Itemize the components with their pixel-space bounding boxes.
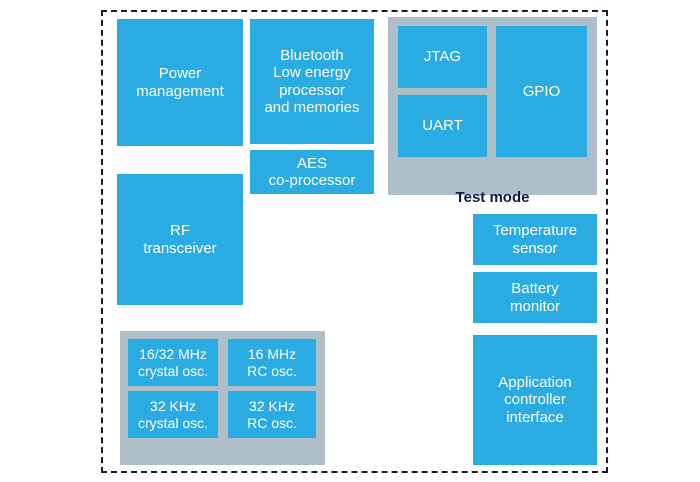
- block-osc-32-khz-rc[interactable]: 32 KHz RC osc.: [228, 391, 316, 438]
- group-test-mode-label: Test mode: [455, 189, 530, 206]
- block-power-management[interactable]: Power management: [117, 19, 243, 146]
- block-rf-transceiver[interactable]: RF transceiver: [117, 174, 243, 305]
- block-gpio[interactable]: GPIO: [496, 26, 587, 157]
- block-osc-16-32-mhz-crystal-label: 16/32 MHz crystal osc.: [137, 346, 208, 379]
- block-aes-co-processor-label: AES co-processor: [268, 154, 356, 189]
- block-osc-16-mhz-rc-label: 16 MHz RC osc.: [247, 346, 297, 379]
- block-osc-32-khz-crystal[interactable]: 32 KHz crystal osc.: [128, 391, 218, 438]
- block-bluetooth-le-processor[interactable]: Bluetooth Low energy processor and memor…: [250, 19, 374, 144]
- block-battery-monitor-label: Battery monitor: [509, 280, 561, 315]
- block-bluetooth-le-processor-label: Bluetooth Low energy processor and memor…: [264, 46, 360, 116]
- block-power-management-label: Power management: [136, 65, 224, 100]
- block-uart-label: UART: [422, 117, 463, 135]
- block-osc-32-khz-crystal-label: 32 KHz crystal osc.: [137, 398, 208, 431]
- block-jtag[interactable]: JTAG: [398, 26, 487, 88]
- chip-boundary-outline: [101, 10, 608, 473]
- block-application-controller-interface[interactable]: Application controller interface: [473, 335, 597, 465]
- block-aes-co-processor[interactable]: AES co-processor: [250, 150, 374, 194]
- block-battery-monitor[interactable]: Battery monitor: [473, 272, 597, 323]
- block-uart[interactable]: UART: [398, 95, 487, 157]
- block-temperature-sensor-label: Temperature sensor: [492, 222, 578, 257]
- block-temperature-sensor[interactable]: Temperature sensor: [473, 214, 597, 265]
- block-osc-32-khz-rc-label: 32 KHz RC osc.: [247, 398, 297, 431]
- block-osc-16-32-mhz-crystal[interactable]: 16/32 MHz crystal osc.: [128, 339, 218, 386]
- block-jtag-label: JTAG: [423, 48, 462, 66]
- block-osc-16-mhz-rc[interactable]: 16 MHz RC osc.: [228, 339, 316, 386]
- block-application-controller-interface-label: Application controller interface: [498, 373, 572, 426]
- block-rf-transceiver-label: RF transceiver: [143, 222, 217, 257]
- block-gpio-label: GPIO: [522, 82, 561, 100]
